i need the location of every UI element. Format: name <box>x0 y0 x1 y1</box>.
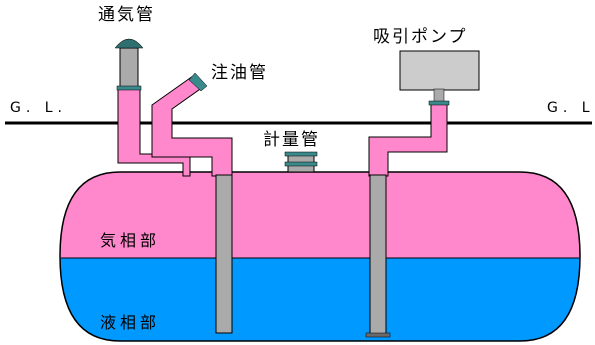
liquid-zone-label: 液相部 <box>100 313 160 332</box>
vent-pipe-flange <box>116 85 142 91</box>
ground-level-label-left: G. L. <box>10 100 67 116</box>
gauge-pipe-flange-top <box>284 151 318 157</box>
vapor-phase-region <box>60 172 580 258</box>
suction-pump-body <box>399 50 480 91</box>
vent-cap-icon <box>114 38 144 49</box>
fill-pipe <box>151 72 233 334</box>
vent-pipe-label: 通気管 <box>98 5 155 25</box>
suction-pipe-body <box>368 103 448 177</box>
liquid-phase-region <box>60 258 580 341</box>
vent-pipe-body <box>117 86 191 177</box>
gauge-pipe-flange-bottom <box>284 161 318 167</box>
fill-pipe-dropdown <box>215 174 233 334</box>
gauge-pipe <box>284 151 318 173</box>
suction-pipe <box>365 50 480 338</box>
fill-pipe-label: 注油管 <box>211 63 268 83</box>
suction-pipe-foot <box>365 332 391 338</box>
vent-pipe-upper <box>119 47 139 89</box>
ground-level-label-right: G. L <box>547 100 595 116</box>
suction-pump-label: 吸引ポンプ <box>373 27 468 47</box>
fill-pipe-flange <box>188 72 208 92</box>
vapor-zone-label: 気相部 <box>100 231 160 250</box>
vent-pipe <box>114 38 191 177</box>
tank-contents <box>60 172 580 341</box>
suction-pipe-dropdown <box>369 174 387 336</box>
gauge-pipe-label: 計量管 <box>263 130 320 150</box>
pump-flange <box>428 100 450 106</box>
tank-outline <box>59 171 581 342</box>
